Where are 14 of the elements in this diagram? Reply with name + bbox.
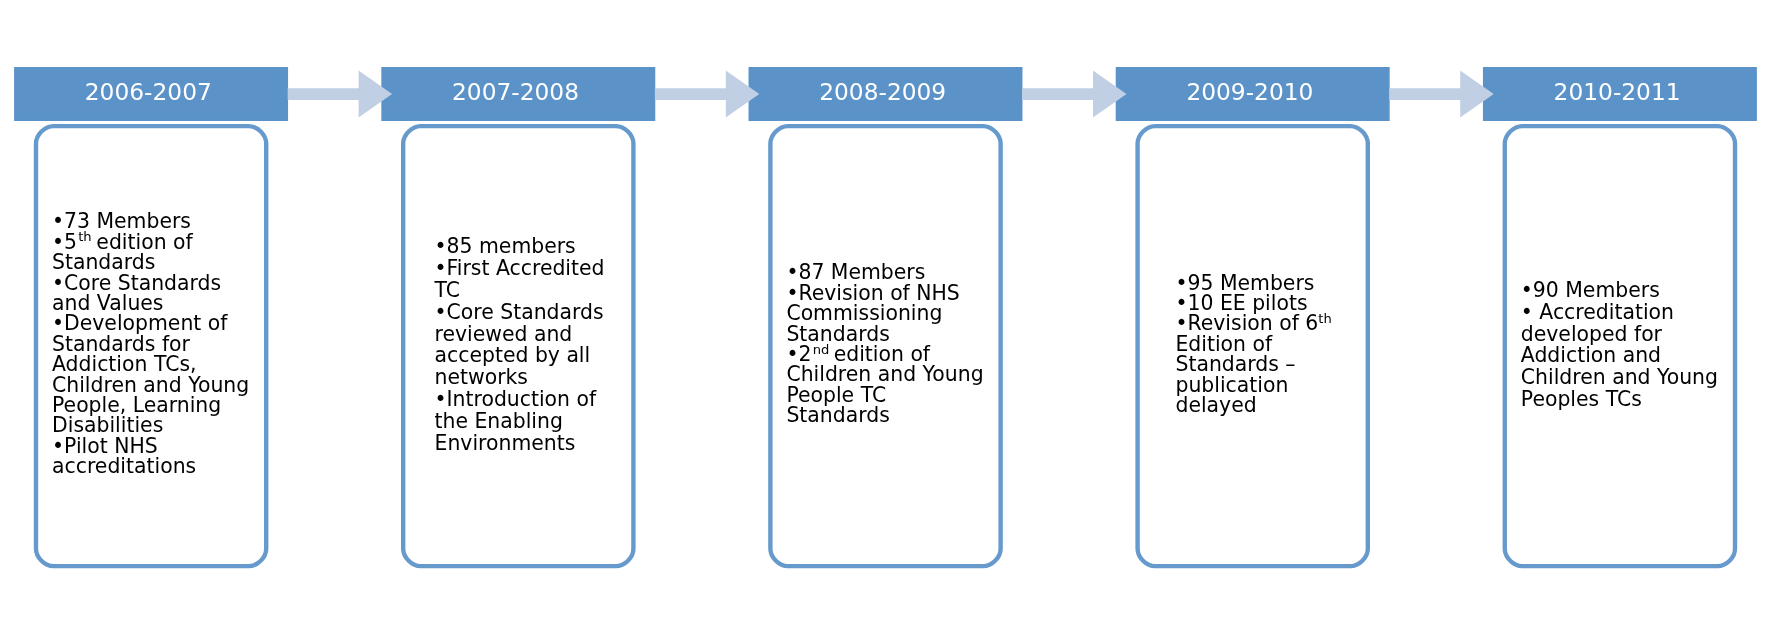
arrow: [287, 70, 393, 117]
node-box: •87 Members •Revision of NHS Commissioning Standards •2$^{nd}$ edition of Children and Young People TC Standards: [768, 123, 1003, 568]
node-box: •95 Members •10 EE pilots •Revision of 6$^{th}$ Edition of Standards – publication delayed: [1135, 123, 1370, 568]
arrow: [1022, 70, 1127, 117]
arrow: [654, 70, 760, 117]
node-box: 2009-2010: [1115, 66, 1390, 121]
node-box: •85 members •First Accredited TC •Core Standards reviewed and accepted by all networks •Introduction of the Enabling Environments: [401, 123, 636, 568]
node-box: 2010-2011: [1482, 66, 1757, 121]
node-box: 2006-2007: [14, 66, 289, 121]
node-box: •73 Members •5$^{th}$ edition of Standards •Core Standards and Values •Development of Standards for Addiction TCs, Children and Young People, Learning Disabilities •Pilot NHS accreditations: [33, 123, 269, 568]
arrow: [1389, 70, 1494, 117]
node-box: 2007-2008: [381, 66, 656, 121]
node-box: 2008-2009: [748, 66, 1023, 121]
node-box: •90 Members • Accreditation developed for Addiction and Children and Young Peoples TCs: [1502, 123, 1738, 568]
